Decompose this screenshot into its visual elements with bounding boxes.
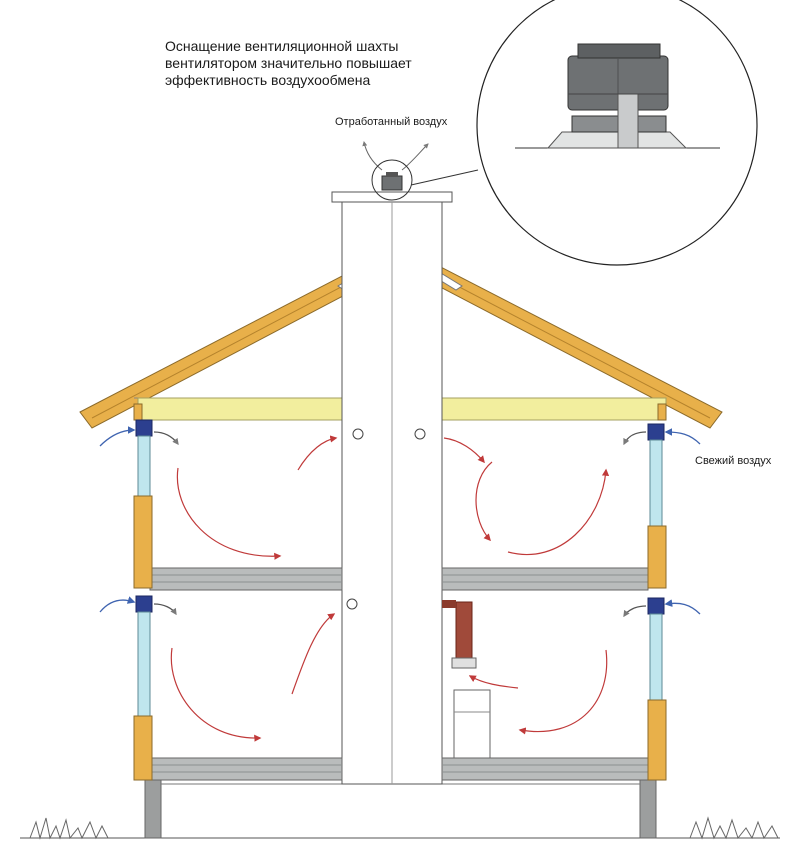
fan-pipe <box>617 93 639 149</box>
stove <box>453 689 491 759</box>
vent-grille <box>414 428 426 440</box>
exhaust-air-label: Отработанный воздух <box>335 116 448 128</box>
grass-right <box>689 816 779 840</box>
vent-grille <box>346 598 358 610</box>
vent-valve <box>647 597 665 615</box>
vent-valve <box>135 595 153 613</box>
fresh-air-arrows <box>99 426 701 618</box>
ventilation-shaft <box>331 191 453 785</box>
ground <box>20 816 780 840</box>
attic-insulation <box>137 397 667 421</box>
roof-fan-icon <box>371 159 479 201</box>
left-wall <box>133 403 153 781</box>
floor-slabs <box>149 567 649 781</box>
fan-detail-zoom <box>476 0 758 266</box>
foundation <box>144 779 657 839</box>
fan-cap <box>577 43 661 59</box>
vent-valve <box>647 423 665 441</box>
grass-left <box>29 817 109 840</box>
exhaust-arrows <box>362 141 429 171</box>
diagram-caption: Оснащение вентиляционной шахты вентилято… <box>165 38 412 88</box>
vent-grille <box>352 428 364 440</box>
fresh-air-label: Свежий воздух <box>695 455 772 467</box>
right-wall <box>647 403 667 781</box>
airflow-circulation <box>170 435 610 742</box>
kitchen-hood <box>442 600 491 759</box>
vent-valve <box>135 419 153 437</box>
